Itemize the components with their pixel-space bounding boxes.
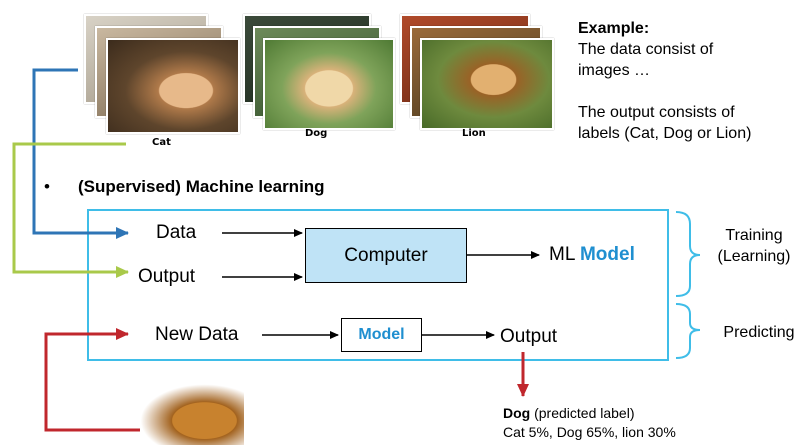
computer-label: Computer — [344, 244, 428, 266]
new-data-label: New Data — [155, 324, 239, 345]
training-brace — [675, 211, 701, 297]
predicting-label: Predicting — [723, 324, 795, 341]
prediction-label-bold: Dog — [503, 405, 531, 421]
ml-model-result: ML Model — [549, 244, 635, 266]
prediction-result: Dog (predicted label) Cat 5%, Dog 65%, l… — [503, 404, 676, 442]
new-data-connector-arrow — [44, 328, 140, 432]
cat-label: Cat — [152, 137, 171, 148]
example-line-1: The data consist of — [578, 41, 714, 58]
example-line-4: labels (Cat, Dog or Lion) — [578, 125, 752, 142]
training-side-label: Training (Learning) — [704, 225, 804, 267]
cat-photo-front — [106, 38, 240, 134]
example-title: Example: — [578, 20, 650, 37]
computer-box: Computer — [305, 228, 467, 283]
lion-photo-front — [420, 38, 554, 130]
section-heading-text: (Supervised) Machine learning — [78, 177, 325, 196]
lion-label: Lion — [462, 128, 486, 139]
bullet-mark: • — [44, 177, 50, 196]
prediction-label-rest: (predicted label) — [530, 405, 635, 421]
dog-photo-front — [263, 38, 395, 130]
example-line-2: images … — [578, 62, 651, 79]
section-heading: • (Supervised) Machine learning — [44, 177, 325, 197]
model-label: Model — [358, 326, 405, 343]
ml-model-accent: Model — [579, 244, 635, 265]
output-label: Output — [138, 266, 196, 287]
training-label-line2: (Learning) — [717, 248, 791, 265]
prediction-probabilities: Cat 5%, Dog 65%, lion 30% — [503, 424, 676, 440]
model-box: Model — [341, 318, 422, 352]
output-connector-arrow — [12, 142, 129, 278]
dog-label: Dog — [305, 128, 328, 139]
data-connector-arrow — [32, 68, 129, 239]
data-label: Data — [156, 222, 197, 243]
predicting-side-label: Predicting — [714, 322, 804, 343]
ml-model-prefix: ML — [549, 244, 575, 265]
predict-output-label: Output — [500, 326, 558, 347]
example-note: Example: The data consist of images … Th… — [578, 18, 751, 144]
ml-process-frame — [87, 209, 669, 361]
training-label-line1: Training — [725, 227, 783, 244]
new-dog-photo — [140, 384, 244, 445]
predicting-brace — [675, 303, 701, 359]
example-line-3: The output consists of — [578, 104, 735, 121]
